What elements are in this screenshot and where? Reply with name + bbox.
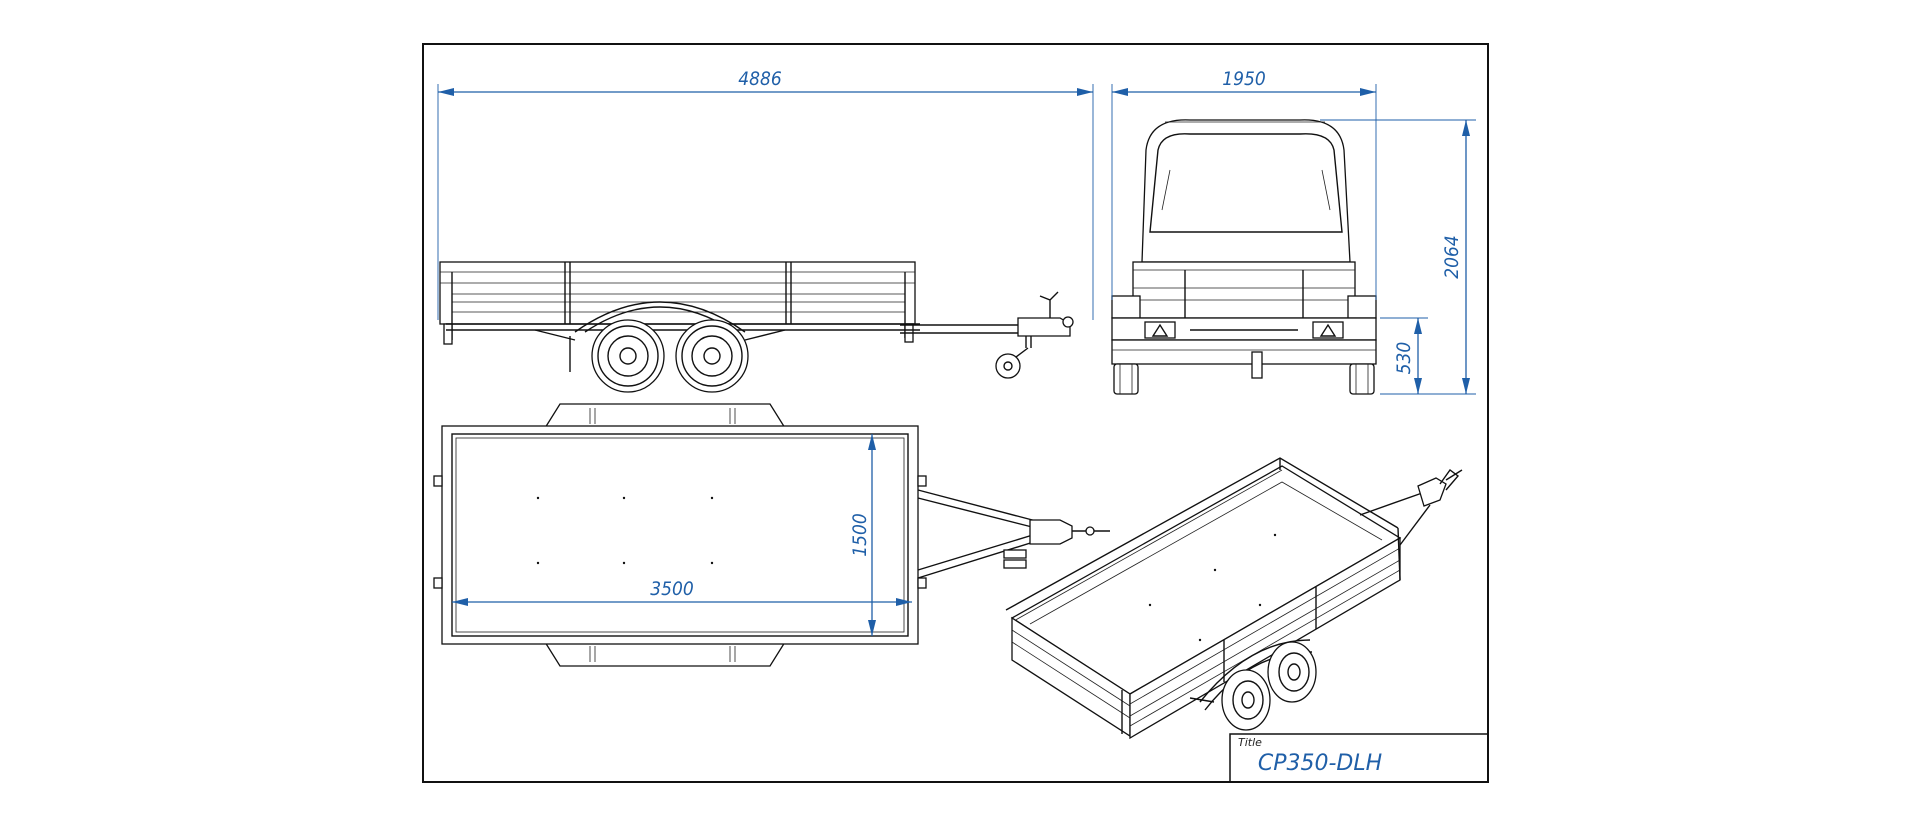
- top-view: [433, 403, 1110, 667]
- dimension-platform-height: 530: [1380, 317, 1428, 394]
- dimension-label-platform: 530: [1393, 342, 1415, 375]
- dimension-label-width: 1950: [1222, 68, 1266, 90]
- title-block-value: CP350-DLH: [1258, 751, 1382, 776]
- dimension-label-length: 4886: [738, 68, 782, 90]
- dimension-deck-length: 3500: [452, 578, 912, 606]
- dimension-label-deck-width: 1500: [849, 513, 871, 557]
- title-block: Title CP350-DLH: [1229, 733, 1488, 782]
- dimension-overall-length: 4886: [437, 68, 1094, 320]
- side-view: [439, 261, 1074, 393]
- drawing-border: [422, 43, 1489, 783]
- dimension-label-height: 2064: [1441, 235, 1463, 279]
- front-view: [1111, 119, 1377, 395]
- isometric-view: [1005, 457, 1463, 740]
- title-block-label: Title: [1238, 736, 1262, 749]
- dimension-overall-height: 2064: [1320, 119, 1476, 395]
- dimension-label-deck-length: 3500: [650, 578, 694, 600]
- dimension-deck-width: 1500: [849, 434, 876, 636]
- dimension-overall-width: 1950: [1111, 68, 1377, 300]
